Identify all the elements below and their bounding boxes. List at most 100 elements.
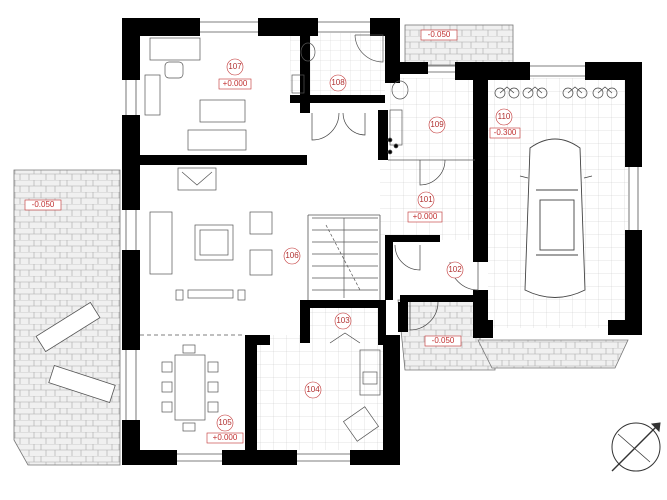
- svg-text:+0.000: +0.000: [213, 433, 238, 442]
- wall-103-east: [378, 300, 386, 345]
- tap-2: [393, 143, 399, 149]
- furniture-104: [342, 349, 381, 442]
- door-swings: [311, 112, 479, 344]
- dining-chair: [161, 361, 173, 373]
- svg-text:107: 107: [228, 62, 242, 71]
- wall-garage-sw: [473, 320, 493, 338]
- sofa-left: [149, 211, 173, 275]
- wall-north-mid: [258, 18, 318, 36]
- door-101: [419, 159, 446, 186]
- room-label-101: 101: [417, 191, 435, 209]
- sanitary: [291, 34, 409, 155]
- shower-108: [354, 34, 384, 63]
- room-label-108: 108: [329, 74, 347, 92]
- wall-garage-south: [608, 320, 642, 335]
- dining-chair: [161, 381, 173, 393]
- room-label-104: 104: [304, 381, 322, 399]
- tap-1: [387, 137, 393, 143]
- lounger-2: [48, 365, 116, 403]
- svg-text:108: 108: [331, 78, 345, 87]
- level-101: +0.000: [407, 211, 443, 223]
- wall-garage-west-low: [473, 290, 488, 325]
- level-entry: -0.050: [424, 335, 462, 347]
- door-103: [329, 332, 361, 344]
- speaker-1: [175, 289, 184, 301]
- toilet-109: [391, 80, 409, 100]
- car-icon: [519, 138, 593, 298]
- wall-west-3: [122, 250, 140, 350]
- toilet-108: [300, 42, 316, 62]
- thin-lines: [125, 21, 639, 462]
- svg-text:104: 104: [306, 385, 320, 394]
- wall-102-south: [400, 295, 475, 302]
- coffee-table-inner: [199, 229, 229, 256]
- door-102: [394, 244, 421, 271]
- dining-chair: [207, 361, 219, 373]
- wall-entry-sw: [398, 302, 408, 332]
- sofa-107: [187, 129, 247, 151]
- sun-loungers: [35, 301, 116, 403]
- wall-107-south: [122, 155, 307, 165]
- wall-garage-north-1: [455, 62, 530, 80]
- level-105: +0.000: [206, 432, 244, 444]
- walls: [122, 18, 642, 465]
- room-label-105: 105: [216, 414, 234, 432]
- level-110: -0.300: [489, 127, 521, 139]
- svg-text:105: 105: [218, 418, 232, 427]
- wall-107-east: [300, 33, 310, 113]
- svg-text:110: 110: [498, 112, 511, 121]
- office-chair: [164, 61, 184, 79]
- north-arrow-icon: [611, 422, 661, 472]
- side-cabinet: [144, 74, 161, 116]
- svg-text:102: 102: [448, 265, 462, 274]
- level-top: -0.050: [420, 29, 458, 41]
- dining-chair: [182, 344, 196, 354]
- wall-garage-west: [473, 62, 488, 262]
- room-label-107: 107: [226, 58, 244, 76]
- wall-109-north: [390, 62, 428, 74]
- svg-text:103: 103: [336, 316, 350, 325]
- wall-104-north: [245, 335, 270, 345]
- dining-chair: [182, 422, 196, 432]
- bicycles: [494, 86, 618, 99]
- level-labels: +0.000 +0.000 +0.000 -0.300 -0.050 -0.05…: [24, 29, 521, 444]
- level-terrace: -0.050: [24, 199, 62, 211]
- wall-south-1: [122, 450, 177, 465]
- dining-chair: [161, 401, 173, 413]
- room-label-110: 110: [495, 108, 513, 126]
- wall-south-2: [222, 450, 297, 465]
- vanity-108: [291, 74, 305, 94]
- room-labels: 107 108 109 110 101 102 106 103 104 105: [216, 58, 513, 432]
- lounger-1: [35, 301, 101, 353]
- svg-text:+0.000: +0.000: [223, 79, 248, 88]
- door-107: [311, 112, 340, 141]
- svg-text:-0.050: -0.050: [432, 336, 455, 345]
- coffee-table: [194, 224, 234, 261]
- wall-north-left: [122, 18, 200, 36]
- svg-text:101: 101: [419, 195, 433, 204]
- wall-103-west: [300, 303, 310, 343]
- svg-text:-0.050: -0.050: [32, 200, 55, 209]
- wall-east-104: [383, 335, 400, 465]
- staircase: [312, 217, 378, 298]
- wall-102-west: [385, 235, 393, 300]
- door-entry: [409, 301, 439, 331]
- furniture-106: [149, 167, 273, 301]
- svg-text:-0.300: -0.300: [494, 128, 517, 137]
- bed-rug: [199, 99, 246, 123]
- wall-109-west: [378, 110, 388, 160]
- svg-text:-0.050: -0.050: [428, 30, 451, 39]
- wall-102-north: [385, 235, 440, 242]
- sink: [362, 371, 378, 385]
- garage-apron: [477, 339, 629, 369]
- room-label-102: 102: [446, 261, 464, 279]
- room-label-106: 106: [283, 247, 301, 265]
- wall-103-north: [300, 300, 385, 308]
- tap-3: [387, 149, 393, 155]
- svg-text:109: 109: [430, 120, 444, 129]
- svg-text:+0.000: +0.000: [413, 212, 438, 221]
- dining-chair: [207, 401, 219, 413]
- fireplace: [177, 167, 217, 191]
- svg-text:106: 106: [285, 251, 299, 260]
